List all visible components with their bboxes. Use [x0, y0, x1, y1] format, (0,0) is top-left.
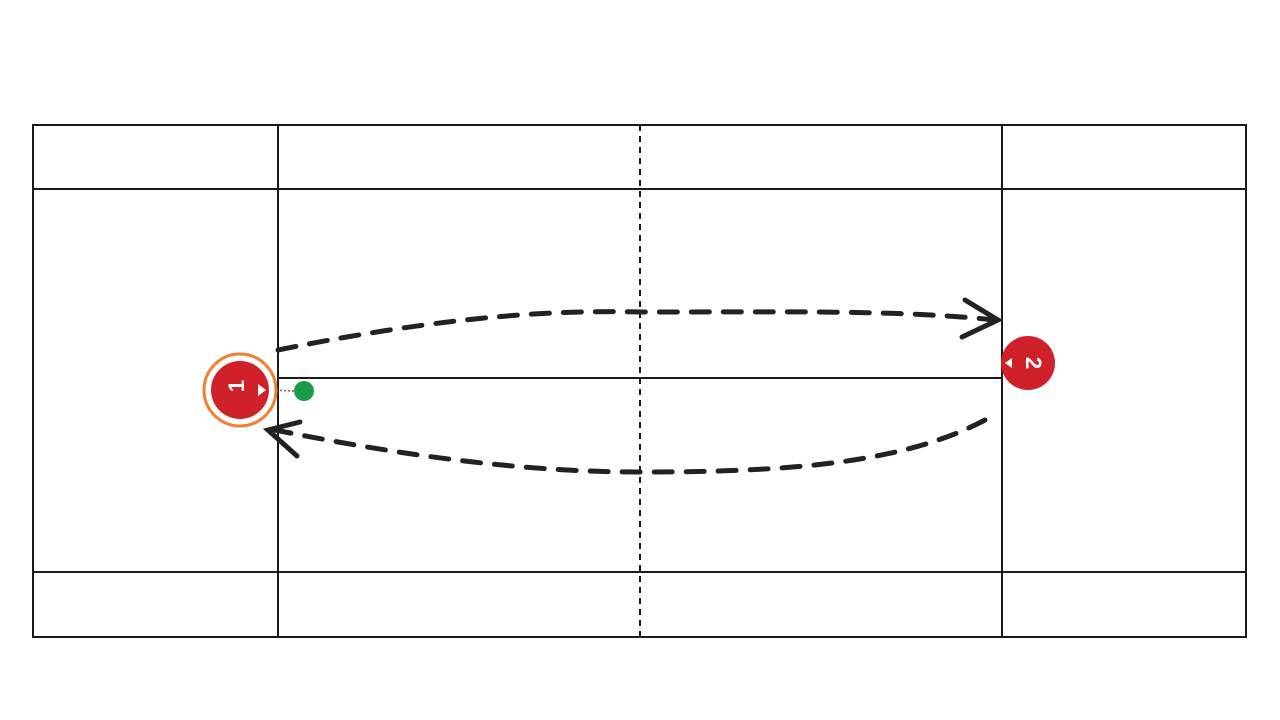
player-2-token	[1001, 336, 1055, 390]
player-1-label: 1	[224, 380, 249, 392]
player-2-label: 2	[1021, 357, 1046, 369]
direction-triangle-icon	[1005, 358, 1012, 368]
court	[32, 124, 1247, 638]
shuttle-icon[interactable]	[294, 381, 314, 401]
movement-paths	[262, 297, 1004, 475]
player-2-marker[interactable]: 2	[1001, 336, 1055, 390]
path-2-to-1	[272, 417, 988, 475]
player-1-marker[interactable]: 1	[202, 352, 278, 428]
direction-triangle-icon	[258, 384, 266, 396]
player-1-token	[211, 361, 269, 419]
arrowhead-left	[262, 419, 303, 459]
arrowhead-right	[959, 297, 1004, 340]
path-1-to-2	[275, 309, 998, 353]
